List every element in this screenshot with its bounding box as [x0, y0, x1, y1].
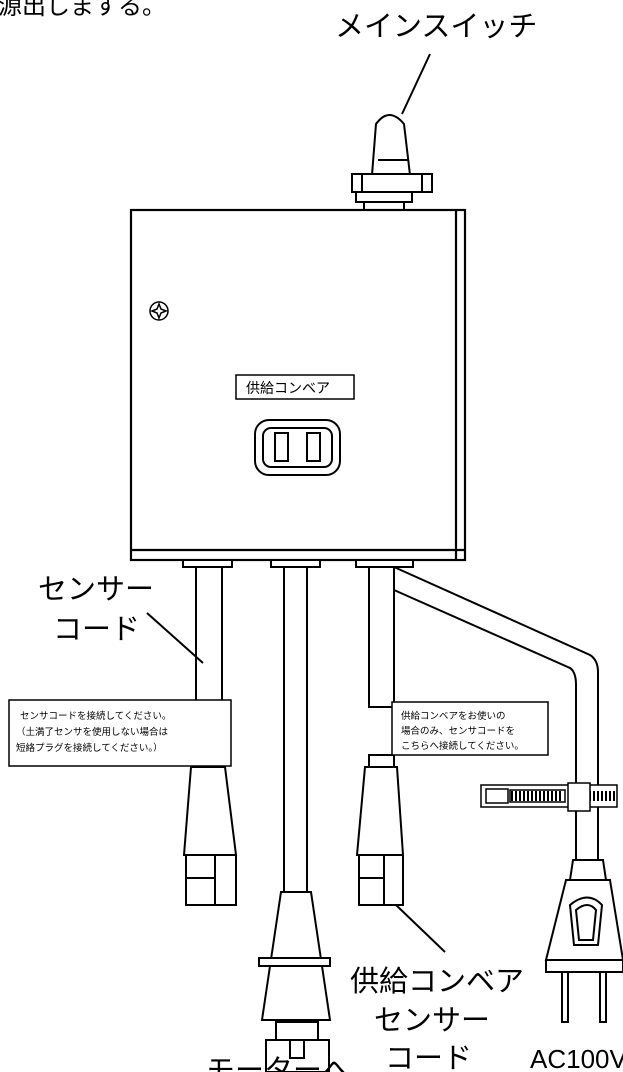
main-switch-label: メインスイッチ: [335, 9, 537, 43]
motor-cable: [258, 566, 332, 1072]
toggle-switch: [351, 114, 433, 211]
supply-sensor-label-line-3: コード: [385, 1041, 472, 1072]
note-box-right: 供給コンベアをお使いの 場合のみ、センサコードを こちらへ接続してください。: [391, 701, 549, 756]
cable-tie: [480, 782, 618, 812]
screw-icon: [149, 301, 169, 321]
note-right-line-1: 供給コンベアをお使いの: [401, 710, 506, 722]
supply-sensor-leader: [395, 904, 446, 953]
supply-sensor-label-line-1: 供給コンベア: [350, 964, 524, 998]
note-right-line-3: こちらへ接続してください。: [401, 740, 524, 752]
top-text-fragment: 源出しまする。: [0, 0, 166, 20]
cable-glands: [182, 559, 414, 568]
sensor-cord-label-line-1: センサー: [38, 572, 154, 606]
nameplate-label: 供給コンベア: [246, 381, 330, 397]
sensor-cord-label-line-2: コード: [53, 612, 140, 646]
ac100v-label: AC100V: [530, 1044, 623, 1072]
sensor-cord-leader: [146, 612, 204, 664]
note-right-line-2: 場合のみ、センサコードを: [401, 725, 515, 737]
supply-sensor-label-line-2: センサー: [374, 1003, 490, 1037]
note-box-left: センサコードを接続してください。 （土満了センサを使用しない場合は 短絡プラグを…: [8, 699, 232, 767]
power-outlet: [254, 419, 341, 476]
note-left-line-3: 短絡プラグを接続してください。）: [16, 742, 163, 754]
ac-plug: [544, 859, 623, 1023]
note-left-line-1: センサコードを接続してください。: [20, 710, 171, 722]
note-left-line-2: （土満了センサを使用しない場合は: [16, 726, 169, 738]
supply-sensor-cable: [355, 566, 405, 906]
supply-conveyor-nameplate: 供給コンベア: [235, 374, 355, 400]
main-switch-leader: [401, 53, 431, 115]
to-motor-label: モーターへ: [206, 1053, 351, 1072]
